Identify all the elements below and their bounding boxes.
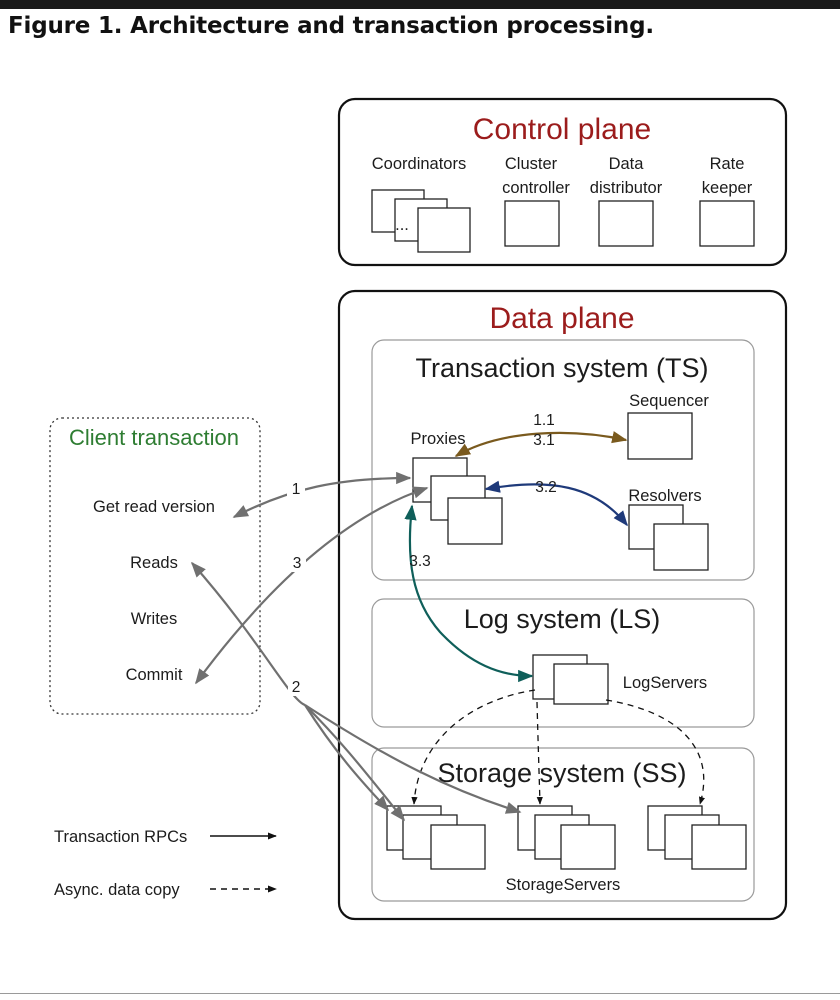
coordinators-ellipsis: ... (395, 216, 409, 234)
cluster-controller-label-line2: controller (502, 179, 570, 197)
step-label-3-1: 3.1 (533, 432, 555, 449)
top-bar (0, 0, 840, 9)
arrow-step-2-to-ss-left (304, 704, 390, 812)
client-step-writes: Writes (131, 610, 177, 628)
log-system-title: Log system (LS) (464, 604, 661, 634)
rate-keeper-label-line1: Rate (710, 155, 745, 173)
data-distributor-box (598, 200, 654, 247)
cluster-controller-box (504, 200, 560, 247)
step-label-2: 2 (292, 679, 301, 696)
storageservers-stack-left (386, 805, 486, 870)
step-label-1: 1 (292, 481, 301, 498)
client-step-commit: Commit (126, 666, 183, 684)
step-labels: 1 3 2 1.1 3.1 3.2 3.3 (287, 412, 557, 696)
data-plane-title: Data plane (489, 302, 634, 335)
data-distributor-label-line1: Data (609, 155, 645, 173)
storageservers-label: StorageServers (506, 876, 621, 894)
control-plane-panel: Control plane Coordinators ... Cluster c… (337, 97, 788, 267)
arrow-step-2-to-reads (190, 561, 306, 707)
legend-async-label: Async. data copy (54, 881, 180, 899)
figure-title: Figure 1. Architecture and transaction p… (8, 13, 654, 39)
logservers-stack (532, 654, 609, 705)
coordinators-stack (371, 189, 471, 253)
arrow-proxies-sequencer (454, 431, 628, 457)
transaction-system-title: Transaction system (TS) (415, 353, 708, 383)
data-plane-panel: Data plane Transaction system (TS) Proxi… (337, 289, 788, 921)
client-step-reads: Reads (130, 554, 178, 572)
step-label-1-1: 1.1 (533, 412, 555, 429)
arrow-step-2-to-ss-middle (304, 704, 522, 814)
client-step-get-read-version: Get read version (93, 498, 215, 516)
sequencer-box (627, 412, 693, 460)
step-label-3: 3 (293, 555, 302, 572)
control-plane-title: Control plane (473, 113, 651, 146)
resolvers-stack (628, 504, 709, 571)
legend: Transaction RPCs Async. data copy (54, 828, 277, 899)
data-distributor-label-line2: distributor (590, 179, 663, 197)
client-transaction-title: Client transaction (69, 425, 239, 450)
proxies-label: Proxies (410, 430, 465, 448)
step-label-3-3: 3.3 (409, 553, 431, 570)
sequencer-label: Sequencer (629, 392, 709, 410)
storageservers-stack-middle (517, 805, 616, 870)
step-label-3-2: 3.2 (535, 479, 557, 496)
cluster-controller-label-line1: Cluster (505, 155, 558, 173)
bottom-rule (0, 993, 840, 994)
legend-rpc-label: Transaction RPCs (54, 828, 187, 846)
arrow-step-2-to-ss-left-inner (304, 704, 405, 822)
async-copy-arrows (411, 689, 705, 805)
resolvers-label: Resolvers (628, 487, 701, 505)
coordinators-label: Coordinators (372, 155, 466, 173)
storage-system-title: Storage system (SS) (437, 758, 686, 788)
rate-keeper-label-line2: keeper (702, 179, 753, 197)
arrow-proxies-resolvers (484, 480, 628, 527)
arrow-proxies-logservers (404, 504, 534, 683)
logservers-label: LogServers (623, 674, 707, 692)
rate-keeper-box (699, 200, 755, 247)
client-transaction-panel: Client transaction Get read version Read… (49, 417, 261, 715)
storageservers-stack-right (647, 805, 747, 870)
